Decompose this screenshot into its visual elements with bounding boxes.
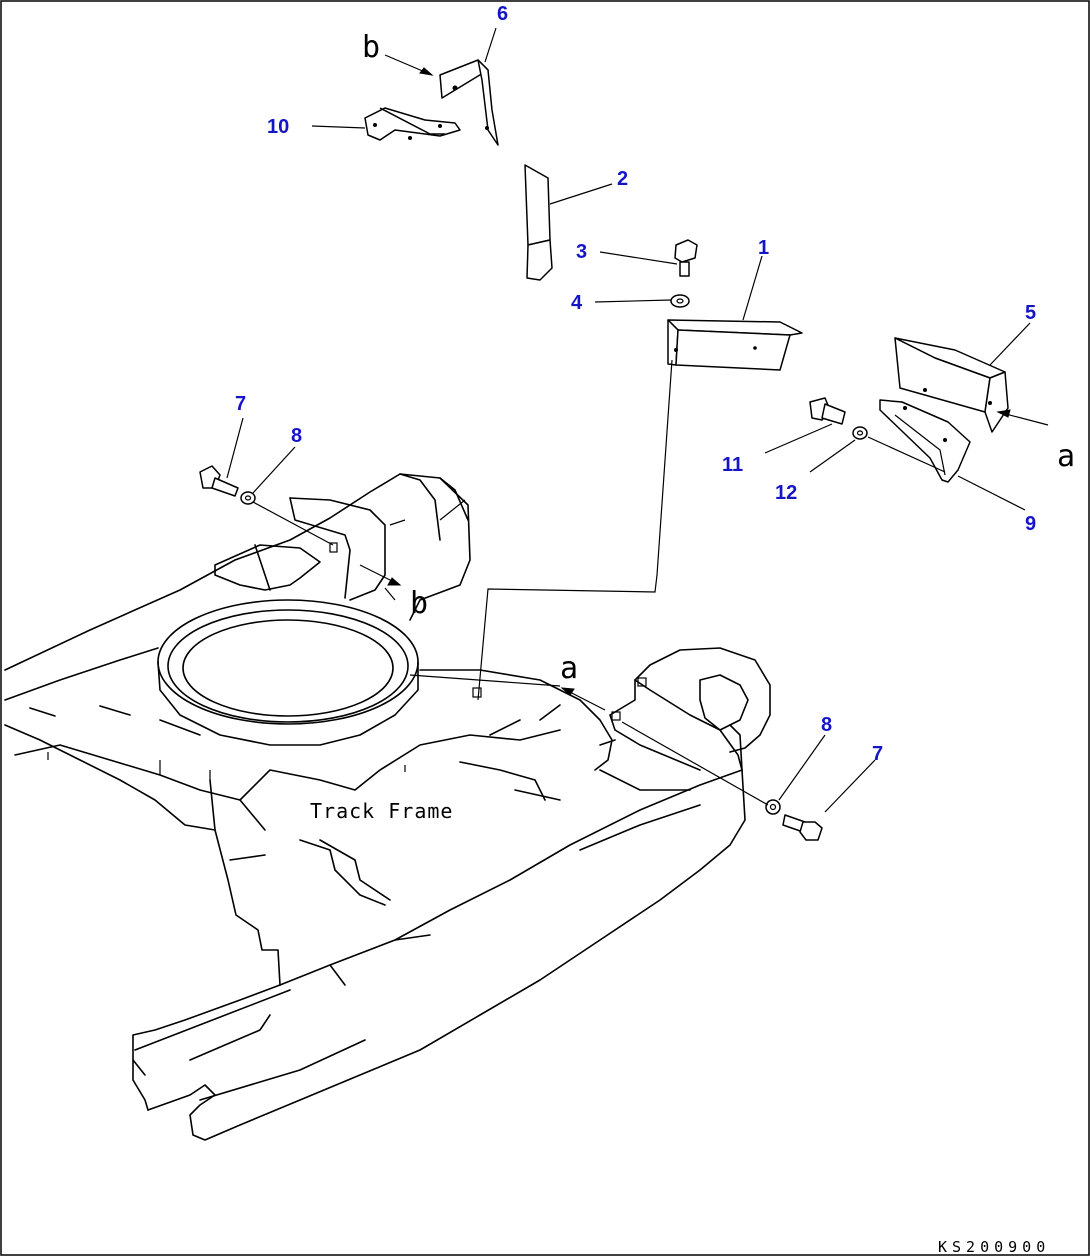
arrow-a-frame-icon bbox=[560, 687, 575, 696]
callout-7-lower: 7 bbox=[872, 743, 883, 765]
callout-5: 5 bbox=[1025, 302, 1036, 324]
callout-10: 10 bbox=[267, 116, 289, 138]
part-4-washer bbox=[670, 294, 690, 308]
part-8-washer-left bbox=[240, 491, 256, 505]
assembly-lines bbox=[226, 27, 1031, 813]
arrow-b-top-icon bbox=[419, 67, 434, 76]
callout-3: 3 bbox=[576, 241, 587, 263]
view-arrows bbox=[359, 54, 1049, 711]
callout-1: 1 bbox=[758, 237, 769, 259]
arrow-b-frame-icon bbox=[387, 577, 402, 586]
view-marker-a-frame: a bbox=[560, 651, 578, 686]
frame-label: Track Frame bbox=[310, 799, 453, 823]
part-6-cover bbox=[439, 59, 499, 146]
track-frame bbox=[4, 473, 771, 1141]
callout-8-lower: 8 bbox=[821, 714, 832, 736]
view-marker-b-top: b bbox=[362, 30, 380, 65]
callout-2: 2 bbox=[617, 168, 628, 190]
part-3-bolt bbox=[674, 239, 698, 277]
part-8-washer-right bbox=[765, 799, 781, 815]
callout-11: 11 bbox=[722, 454, 743, 476]
drawing-code: KS200900 bbox=[938, 1238, 1050, 1256]
view-marker-b-frame: b bbox=[410, 586, 428, 621]
callout-9: 9 bbox=[1025, 513, 1036, 535]
part-5-cover bbox=[894, 337, 1009, 433]
part-10-bracket bbox=[364, 107, 461, 141]
part-11-bolt bbox=[809, 397, 846, 425]
part-7-bolt-left bbox=[199, 465, 239, 497]
part-12-washer bbox=[852, 426, 868, 440]
arrow-a-right-icon bbox=[996, 409, 1011, 418]
callout-8-upper: 8 bbox=[291, 425, 302, 447]
part-1-cover bbox=[667, 319, 803, 371]
part-9-bracket bbox=[879, 399, 971, 483]
callout-7-upper: 7 bbox=[235, 393, 246, 415]
callout-6: 6 bbox=[497, 3, 508, 25]
part-2-plate bbox=[524, 164, 553, 281]
callout-12: 12 bbox=[775, 482, 797, 504]
part-7-bolt-right bbox=[782, 814, 823, 841]
view-marker-a-right: a bbox=[1057, 439, 1075, 474]
callout-4: 4 bbox=[571, 292, 583, 314]
